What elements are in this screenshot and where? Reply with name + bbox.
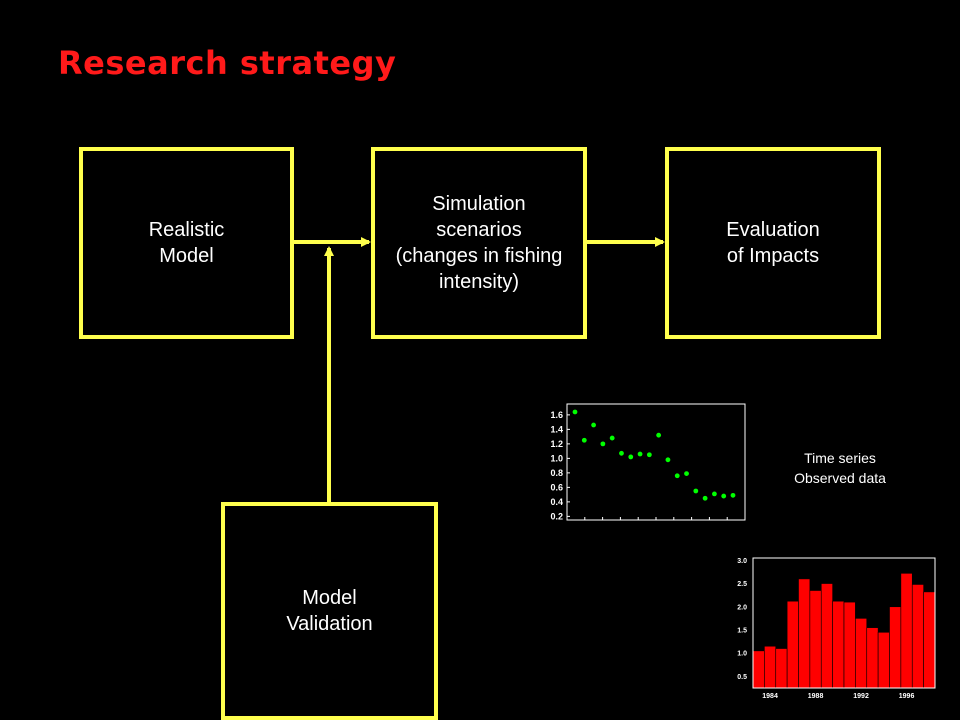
scatter-y-tick-label: 1.4 <box>550 424 563 434</box>
bar <box>764 645 777 689</box>
bar <box>855 618 868 689</box>
evaluation-impacts-box: Evaluation of Impacts <box>665 147 881 339</box>
scatter-point <box>674 473 680 479</box>
bar <box>832 600 845 689</box>
scatter-point <box>684 471 689 476</box>
bar <box>911 584 924 689</box>
scatter-point <box>646 452 652 458</box>
bar <box>900 573 913 689</box>
bar-y-tick-label: 3.0 <box>737 558 747 565</box>
scatter-y-tick-label: 0.6 <box>550 482 563 492</box>
scatter-point <box>591 422 596 428</box>
page-title: Research strategy <box>58 44 397 82</box>
bar-x-tick-label: 1988 <box>808 693 824 700</box>
scatter-point <box>609 435 615 441</box>
scatter-point <box>665 457 671 463</box>
scatter-y-tick-label: 1.0 <box>550 453 563 463</box>
scatter-point <box>600 441 606 447</box>
evaluation-impacts-label: Evaluation of Impacts <box>726 219 820 267</box>
bar <box>877 631 890 689</box>
scatter-point <box>619 450 624 456</box>
bar <box>843 601 856 689</box>
scatter-point <box>572 409 578 415</box>
bar <box>866 627 879 689</box>
scatter-point <box>693 488 699 494</box>
bar-x-tick-label: 1984 <box>762 693 778 700</box>
realistic-model-box: Realistic Model <box>79 147 294 339</box>
scatter-point <box>628 454 634 460</box>
model-validation-label: Model Validation <box>286 587 373 635</box>
bar-frame <box>752 557 936 689</box>
bar-x-tick-label: 1996 <box>899 693 915 700</box>
scatter-point <box>712 491 717 497</box>
simulation-scenarios-label: Simulation scenarios (changes in fishing… <box>395 193 563 293</box>
bar <box>798 578 811 689</box>
scatter-point <box>656 432 662 438</box>
bar <box>820 583 833 689</box>
scatter-point <box>637 451 643 457</box>
scatter-y-tick-label: 0.8 <box>550 468 563 478</box>
bar <box>889 606 902 689</box>
scatter-y-tick-label: 0.4 <box>550 497 563 507</box>
bar-y-tick-label: 2.0 <box>737 604 747 611</box>
scatter-y-tick-label: 1.2 <box>550 439 563 449</box>
simulation-scenarios-box: Simulation scenarios (changes in fishing… <box>371 147 587 339</box>
scatter-point <box>730 492 736 498</box>
bar <box>809 590 822 689</box>
bar-y-tick-label: 1.0 <box>737 651 747 658</box>
bar-y-tick-label: 2.5 <box>737 581 747 588</box>
bar <box>775 648 788 689</box>
scatter-point <box>721 493 727 499</box>
scatter-y-tick-label: 0.2 <box>550 511 563 521</box>
bar <box>923 591 936 689</box>
bar-y-tick-label: 1.5 <box>737 627 747 634</box>
scatter-point <box>702 495 708 501</box>
scatter-point <box>581 437 587 443</box>
bar-x-tick-label: 1992 <box>853 693 869 700</box>
realistic-model-label: Realistic Model <box>148 219 225 267</box>
time-series-label: Time series Observed data <box>794 450 886 486</box>
model-validation-box: Model Validation <box>221 502 438 720</box>
bar <box>752 650 765 689</box>
scatter-y-tick-label: 1.6 <box>550 410 563 420</box>
bar <box>786 600 799 689</box>
bar-y-tick-label: 0.5 <box>737 674 747 681</box>
